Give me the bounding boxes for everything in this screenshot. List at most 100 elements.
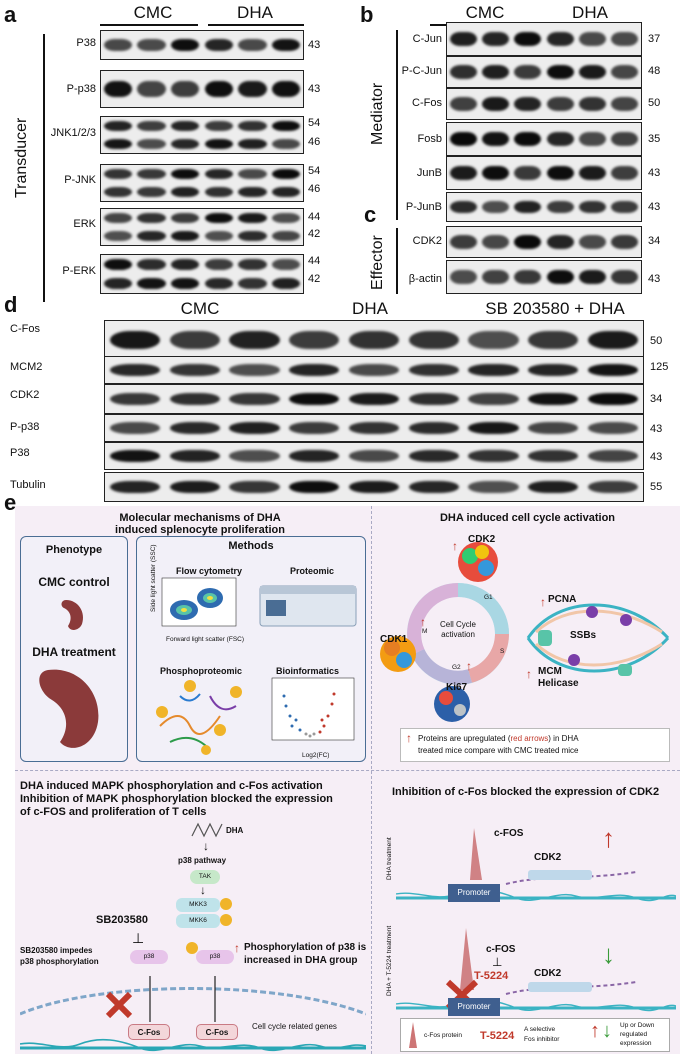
blot-band [137, 230, 166, 242]
q4-legend-box [400, 1018, 670, 1052]
blot-label: MCM2 [10, 361, 43, 373]
blot-band [204, 80, 233, 98]
blot-band [578, 97, 607, 111]
blot-b-pjunb [446, 192, 642, 222]
up-arrow-icon: ↑ [602, 823, 615, 853]
blot-label: Fosb [417, 133, 442, 145]
blot-b-junb [446, 156, 642, 190]
legend-inh-1: A selective [524, 1026, 556, 1033]
sb-note-line2: p38 phosphorylation [20, 957, 99, 966]
phenotype-title: Phenotype [45, 544, 103, 556]
mw-label: 43 [308, 83, 321, 95]
blot-band [514, 200, 542, 214]
blot-band [408, 422, 459, 434]
phos-note-line2: increased in DHA group [244, 955, 358, 966]
blot-band [169, 392, 220, 406]
arrow-down: ↓ [200, 883, 206, 897]
blot-band [611, 65, 639, 79]
blot-label: P-C-Jun [401, 65, 442, 77]
phosphoproteomic-label: Phosphoproteomic [160, 666, 243, 676]
mkk3-label: MKK3 [189, 901, 207, 908]
blot-band [468, 331, 519, 349]
blot-band [578, 200, 607, 214]
phospho-icon [186, 942, 198, 954]
up-arrow-icon: ↑ [526, 667, 532, 681]
blot-b-cjun [446, 22, 642, 56]
blot-band [171, 168, 200, 180]
cfos-label-right: C-Fos [205, 1028, 229, 1037]
mw-label: 35 [648, 133, 661, 145]
mw-label: 43 [650, 423, 663, 435]
blot-band [348, 480, 400, 494]
phospho-icon [220, 914, 232, 926]
phospho-icon [220, 898, 232, 910]
dna-track-1 [396, 828, 676, 902]
dha-treatment-vertical: DHA treatment [386, 837, 393, 880]
sb-note-line1: SB203580 impedes [20, 946, 93, 955]
blot-band [169, 480, 220, 494]
blot-band [204, 138, 233, 150]
inhibitor-bar: ⊥ [132, 930, 145, 946]
blot-d-p38 [104, 442, 644, 470]
blot-b-pcjun [446, 56, 642, 88]
panel-d-group-dha: DHA [352, 299, 388, 318]
cdk2-label-2: CDK2 [534, 968, 562, 979]
blot-band [348, 450, 400, 462]
blot-band [229, 364, 280, 376]
blot-a-p38 [100, 30, 304, 60]
panel-a-side-label: Transducer [13, 117, 30, 198]
down-arrow-icon: ↓ [602, 1020, 612, 1042]
blot-band [449, 131, 477, 147]
mw-label: 43 [308, 39, 321, 51]
phase-s: S [500, 648, 505, 655]
legend-updown-3: expression [620, 1040, 652, 1047]
blot-label: P38 [10, 447, 30, 459]
blot-band [238, 38, 267, 52]
cell-cycle-label-2: activation [441, 630, 475, 639]
mw-label: 55 [650, 481, 663, 493]
phospho-peptides-icon [156, 680, 242, 755]
blot-band [171, 230, 200, 242]
blot-label: β-actin [408, 273, 442, 285]
blot-band [481, 269, 510, 285]
dna-track-2 [396, 928, 676, 1012]
mw-label: 46 [308, 136, 321, 148]
q1-title-line2: induced splenocyte proliferation [115, 524, 285, 536]
cell-cycle-genes-label: Cell cycle related genes [252, 1022, 337, 1031]
blot-band [481, 97, 510, 111]
blot-band [229, 331, 280, 349]
cmc-control-label: CMC control [38, 575, 110, 589]
blot-band [169, 364, 220, 376]
blot-band [238, 138, 267, 150]
blot-band [546, 97, 574, 111]
panel-b-group-cmc: CMC [465, 3, 505, 22]
blot-label: P-p38 [66, 83, 96, 95]
blot-label: Tubulin [10, 479, 46, 491]
mw-label: 44 [308, 211, 321, 223]
blot-band [137, 277, 166, 290]
blot-a-pp38 [100, 70, 304, 108]
q3-title-line3: of c-FOS and proliferation of T cells [20, 806, 207, 818]
panel-label-e: e [4, 490, 17, 515]
blot-band [546, 65, 574, 79]
blot-band [204, 120, 233, 132]
blot-d-cdk2 [104, 384, 644, 414]
blot-band [272, 168, 301, 180]
blot-label: JunB [416, 167, 442, 179]
mw-label: 46 [308, 183, 321, 195]
blot-band [238, 120, 267, 132]
legend-updown-2: regulated [620, 1031, 648, 1038]
helicase-label: Helicase [538, 678, 579, 689]
q3-title-line2: Inhibition of MAPK phosphorylation block… [20, 793, 333, 805]
blot-band [514, 235, 542, 249]
mw-label: 48 [648, 65, 661, 77]
phase-g2: G2 [452, 664, 461, 671]
blot-band [229, 450, 280, 462]
blot-band [588, 480, 639, 494]
blot-band [272, 186, 301, 198]
blot-label: C-Fos [412, 97, 442, 109]
blot-band [272, 138, 301, 150]
legend-t5224: T-5224 [480, 1030, 515, 1042]
promoter-label-2: Promoter [457, 1002, 491, 1011]
promoter-box-2 [448, 998, 500, 1016]
